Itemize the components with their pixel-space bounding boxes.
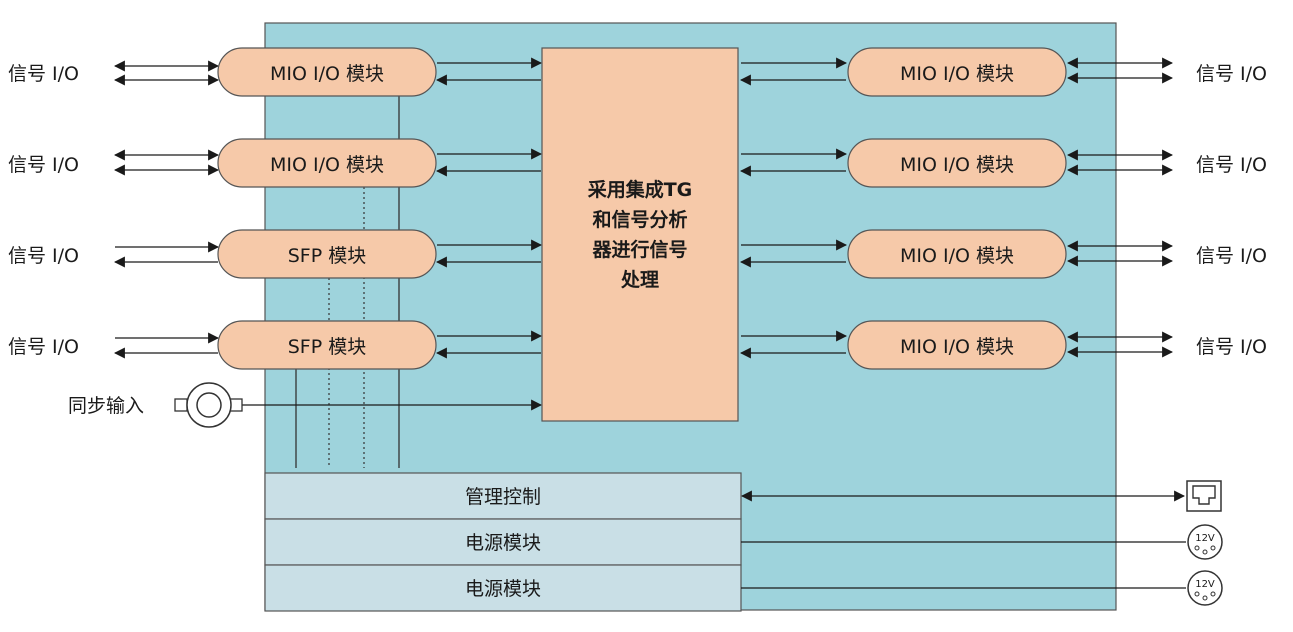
ethernet-port-icon xyxy=(1186,480,1222,512)
module-label: MIO I/O 模块 xyxy=(900,154,1014,176)
left-io-label: 信号 I/O xyxy=(8,245,79,267)
signal-processor-block: 采用集成TG 和信号分析 器进行信号 处理 xyxy=(541,47,739,422)
block-label: 电源模块 xyxy=(465,532,541,554)
left-io-label: 信号 I/O xyxy=(8,336,79,358)
dc-power-connector-icon: 12V xyxy=(1187,570,1223,606)
power-connector-label: 12V xyxy=(1195,579,1215,590)
module-label: MIO I/O 模块 xyxy=(900,245,1014,267)
left-io-arrows xyxy=(113,60,220,359)
right-io-arrows xyxy=(1066,57,1174,358)
block-label: 电源模块 xyxy=(465,578,541,600)
module-label: MIO I/O 模块 xyxy=(900,63,1014,85)
left-io-label: 信号 I/O xyxy=(8,154,79,176)
processor-line: 处理 xyxy=(620,268,659,291)
module-label: SFP 模块 xyxy=(288,245,367,267)
left-module-3: SFP 模块 xyxy=(217,229,437,279)
right-module-2: MIO I/O 模块 xyxy=(847,138,1067,188)
right-internal-arrows xyxy=(739,57,848,359)
processor-line: 采用集成TG xyxy=(588,178,693,201)
power-module-block-2: 电源模块 xyxy=(264,564,742,612)
left-io-label: 信号 I/O xyxy=(8,63,79,85)
left-module-2: MIO I/O 模块 xyxy=(217,138,437,188)
right-module-4: MIO I/O 模块 xyxy=(847,320,1067,370)
power-connector-label: 12V xyxy=(1195,533,1215,544)
module-label: MIO I/O 模块 xyxy=(270,154,384,176)
module-label: SFP 模块 xyxy=(288,336,367,358)
bnc-connector-icon xyxy=(174,382,243,428)
processor-line: 器进行信号 xyxy=(591,238,687,261)
module-label: MIO I/O 模块 xyxy=(270,63,384,85)
dc-power-connector-icon: 12V xyxy=(1187,524,1223,560)
right-io-label: 信号 I/O xyxy=(1196,154,1267,176)
right-io-label: 信号 I/O xyxy=(1196,63,1267,85)
sync-input-label: 同步输入 xyxy=(68,395,144,417)
left-module-1: MIO I/O 模块 xyxy=(217,47,437,97)
left-internal-arrows xyxy=(435,57,543,359)
right-module-1: MIO I/O 模块 xyxy=(847,47,1067,97)
left-module-4: SFP 模块 xyxy=(217,320,437,370)
right-io-label: 信号 I/O xyxy=(1196,245,1267,267)
management-control-block: 管理控制 xyxy=(264,472,742,520)
right-io-label: 信号 I/O xyxy=(1196,336,1267,358)
block-label: 管理控制 xyxy=(465,486,541,508)
right-module-3: MIO I/O 模块 xyxy=(847,229,1067,279)
module-label: MIO I/O 模块 xyxy=(900,336,1014,358)
power-module-block-1: 电源模块 xyxy=(264,518,742,566)
processor-line: 和信号分析 xyxy=(592,208,687,231)
